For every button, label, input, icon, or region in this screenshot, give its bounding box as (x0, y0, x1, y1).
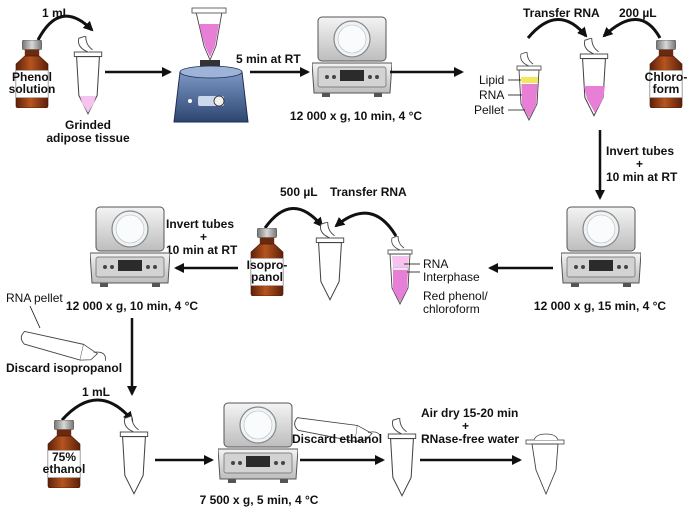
airdry-label-line3: RNase-free water (421, 432, 519, 446)
arrow-transfer-rna-2 (334, 211, 398, 237)
isopropanol-bottle-label-line2: panol (251, 270, 283, 284)
invert-label-1-line1: Invert tubes (606, 144, 674, 158)
airdry-label-line1: Air dry 15-20 min (421, 406, 518, 420)
volume-label-200ul: 200 µL (619, 6, 657, 20)
tilted-tube-isopropanol (20, 330, 106, 361)
invert-label-1-line2: + (636, 157, 643, 171)
final-tube (525, 433, 565, 496)
centrifuge-4 (218, 402, 298, 484)
phenol-bottle-label-line1: Phenol (12, 70, 52, 84)
layer-label-lipid: Lipid (479, 73, 504, 87)
phase-tube-1: Lipid RNA Pellet (474, 52, 542, 121)
centrifuge-2 (561, 206, 641, 288)
phase-tube-2-rna (392, 256, 409, 268)
arrow-pour-ethanol (60, 398, 134, 422)
volume-label-1ml-row3: 1 mL (82, 385, 110, 399)
layer-label-rna-2: RNA (423, 257, 448, 271)
ethanol-bottle-label-line2: ethanol (43, 462, 86, 476)
phase-tube-2: RNA Interphase Red phenol/ chloroform (387, 236, 488, 316)
arrow-transfer-rna-1 (526, 18, 588, 39)
layer-label-rna: RNA (479, 88, 504, 102)
tilted-tube-ethanol (294, 417, 381, 442)
ethanol-tube (119, 416, 149, 495)
phase-tube-1-rna (521, 84, 538, 118)
invert-label-1-line3: 10 min at RT (606, 170, 678, 184)
step-5min-label: 5 min at RT (236, 52, 301, 66)
phenol-bottle-label-line2: solution (9, 82, 56, 96)
invert-label-2-line3: 10 min at RT (166, 243, 238, 257)
discard-isopropanol-label: Discard isopropanol (6, 361, 122, 375)
layer-label-pellet: Pellet (474, 103, 505, 117)
ethanol-bottle-label-line1: 75% (52, 450, 76, 464)
spin-4-label: 7 500 x g, 5 min, 4 °C (200, 493, 319, 507)
tissue-label-line1: Grinded (65, 118, 111, 132)
discard-ethanol-label: Discard ethanol (292, 432, 382, 446)
rna-pellet-label: RNA pellet (6, 291, 63, 305)
spin-3-label: 12 000 x g, 10 min, 4 °C (66, 299, 199, 313)
phase-tube-2-phenol (393, 270, 408, 302)
rna-pellet-pointer (29, 305, 41, 329)
vortex-mixer (173, 7, 249, 123)
step-phenol-addition: 1 mL Phenol solution Grinded adipose tis… (9, 6, 130, 145)
invert-label-2-line1: Invert tubes (166, 217, 234, 231)
tissue-tube (73, 36, 103, 115)
volume-label-500ul: 500 µL (280, 185, 318, 199)
layer-label-chloroform: chloroform (423, 302, 480, 316)
isopropanol-bottle: Isopro- panol (247, 228, 288, 296)
rna-tube-1 (579, 38, 609, 117)
chloroform-bottle: Chloro- form (645, 40, 688, 108)
transfer-rna-label-2: Transfer RNA (330, 185, 407, 199)
layer-label-red-phenol: Red phenol/ (423, 289, 488, 303)
tissue-label-line2: adipose tissue (46, 131, 130, 145)
invert-label-2-line2: + (200, 230, 207, 244)
tissue-tube-content (80, 96, 96, 113)
dry-tube (387, 418, 417, 497)
phase-tube-2-interphase (392, 267, 409, 271)
isopropanol-bottle-label-line1: Isopro- (247, 258, 288, 272)
chloroform-bottle-label-line1: Chloro- (645, 70, 688, 84)
arrow-pour-phenol (36, 14, 94, 41)
phase-tube-1-lipid (521, 77, 538, 83)
centrifuge-1 (312, 16, 392, 98)
chloroform-bottle-label-line2: form (653, 82, 680, 96)
rna-tube-2 (315, 222, 345, 301)
arrow-pour-chloroform (602, 18, 662, 39)
spin-2-label: 12 000 x g, 15 min, 4 °C (534, 299, 667, 313)
layer-label-interphase: Interphase (423, 270, 480, 284)
arrow-pour-isopropanol (263, 207, 324, 229)
spin-1-label: 12 000 x g, 10 min, 4 °C (290, 109, 423, 123)
phenol-bottle: Phenol solution (9, 40, 56, 108)
ethanol-bottle: 75% ethanol (43, 420, 86, 488)
centrifuge-3 (90, 206, 170, 288)
rna-tube-1-content (584, 86, 605, 113)
airdry-label-line2: + (462, 419, 469, 433)
transfer-rna-label-1: Transfer RNA (523, 6, 600, 20)
